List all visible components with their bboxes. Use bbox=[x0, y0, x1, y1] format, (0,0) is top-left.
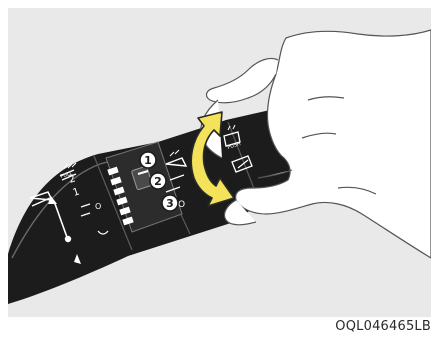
illustration-panel: O O bbox=[8, 8, 431, 317]
callout-1: 1 bbox=[140, 152, 156, 168]
mode-off-symbol: O bbox=[95, 202, 101, 211]
switch-off-symbol: O bbox=[178, 200, 185, 210]
image-code: OQL046465LB bbox=[0, 319, 431, 339]
callout-2: 2 bbox=[150, 173, 166, 189]
svg-text:2: 2 bbox=[154, 175, 162, 188]
callout-3: 3 bbox=[162, 195, 178, 211]
svg-text:3: 3 bbox=[166, 197, 174, 210]
wiper-switch-illustration: O O bbox=[8, 8, 431, 317]
svg-text:1: 1 bbox=[144, 154, 152, 167]
